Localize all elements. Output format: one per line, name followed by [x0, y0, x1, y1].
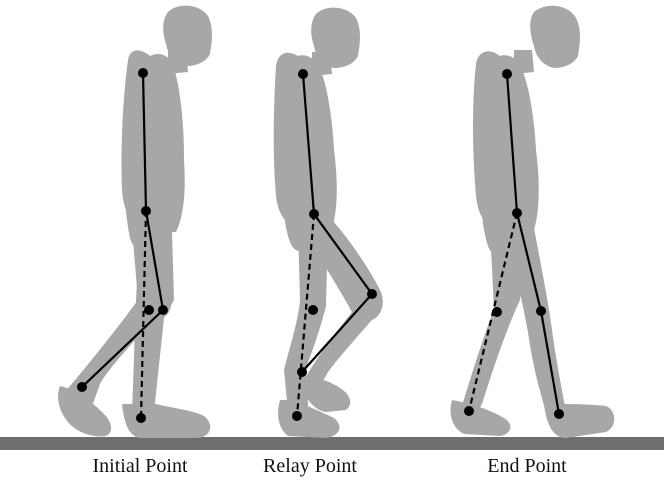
hip-joint: [141, 206, 151, 216]
figure-end: [451, 6, 615, 438]
ankle-joint: [77, 382, 87, 392]
hip-joint: [512, 208, 522, 218]
figure-relay: [274, 8, 383, 438]
ankle-joint: [297, 367, 307, 377]
shoulder-joint: [138, 68, 148, 78]
ground-contact-joint: [292, 411, 302, 421]
shoulder-joint: [502, 69, 512, 79]
knee-joint: [367, 289, 377, 299]
knee-joint: [158, 305, 168, 315]
figure-initial: [58, 6, 212, 438]
ground-line: [0, 437, 664, 450]
reference-joint: [144, 305, 154, 315]
label-relay-point: Relay Point: [263, 455, 357, 478]
label-initial-point: Initial Point: [93, 455, 188, 478]
hip-joint: [309, 209, 319, 219]
reference-joint: [308, 305, 318, 315]
reference-joint: [492, 307, 502, 317]
ground-contact-joint: [464, 406, 474, 416]
silhouette-end: [451, 6, 615, 438]
ankle-joint: [554, 409, 564, 419]
label-end-point: End Point: [487, 455, 566, 478]
ground-contact-joint: [136, 413, 146, 423]
silhouette-relay: [274, 8, 383, 438]
silhouette-initial: [58, 6, 212, 438]
shoulder-joint: [298, 69, 308, 79]
knee-joint: [536, 306, 546, 316]
